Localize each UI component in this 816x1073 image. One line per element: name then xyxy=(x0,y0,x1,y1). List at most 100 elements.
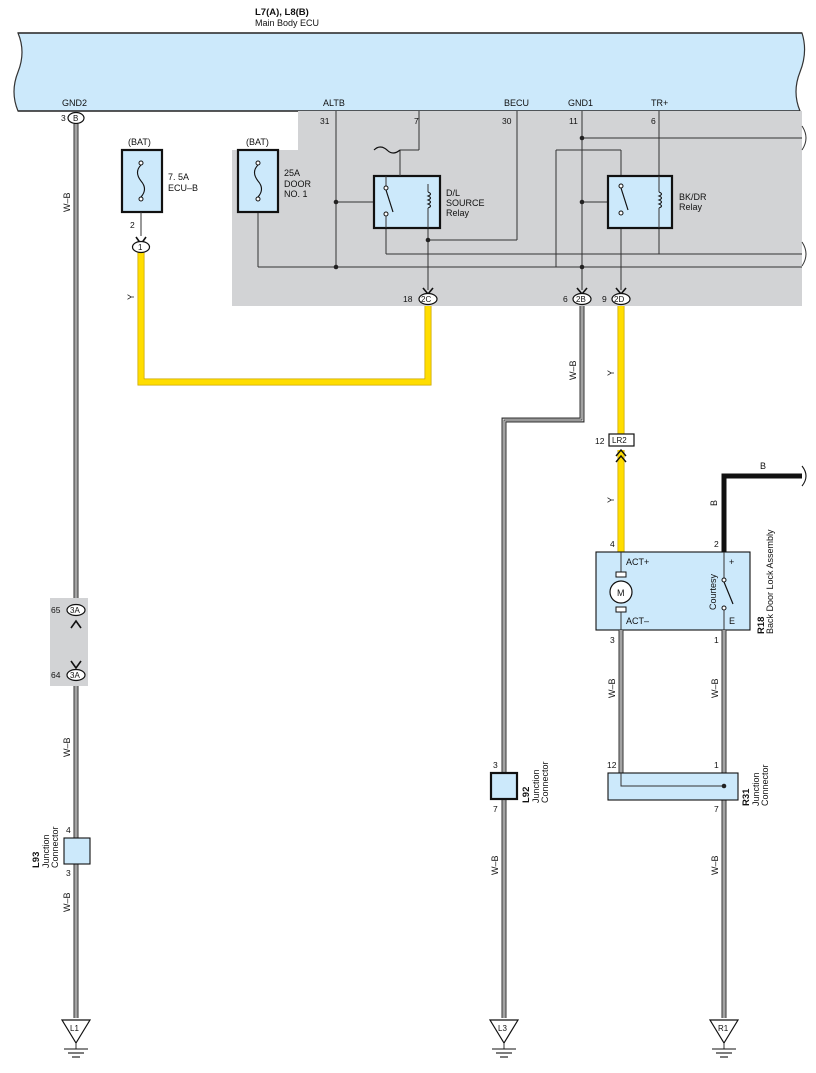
pin-6-bottom: 6 xyxy=(563,294,568,304)
junction-l92-pin-top: 3 xyxy=(493,760,498,770)
back-door-pin-4: 4 xyxy=(610,539,615,549)
pin-9: 9 xyxy=(602,294,607,304)
pin-31: 31 xyxy=(320,116,330,126)
fuse-door-name1: DOOR xyxy=(284,179,312,189)
relay-bkdr-line2: Relay xyxy=(679,202,703,212)
relay-bkdr-coil-icon xyxy=(657,176,663,228)
ecu-bar xyxy=(13,32,806,112)
wire-label-wb-7: W–B xyxy=(710,678,720,698)
junction-l92-line1: Junction xyxy=(531,769,541,803)
courtesy-label: Courtesy xyxy=(708,573,718,610)
pin-30: 30 xyxy=(502,116,512,126)
courtesy-switch-icon xyxy=(721,552,734,630)
fuse-ecub-name: ECU–B xyxy=(168,183,198,193)
fuse-door-icon xyxy=(253,160,263,202)
relay-dl-line3: Relay xyxy=(446,208,470,218)
fuse-door-rating: 25A xyxy=(284,168,300,178)
fuse-ecub-source: (BAT) xyxy=(128,137,151,147)
relay-bkdr-line1: BK/DR xyxy=(679,192,707,202)
ground-l1-icon xyxy=(60,1019,92,1058)
wire-label-wb-3: W–B xyxy=(62,892,72,912)
pin-11: 11 xyxy=(569,116,578,126)
back-door-act-minus: ACT– xyxy=(626,616,649,626)
ground-r1-icon xyxy=(708,1019,740,1058)
wire-wb-2b-l3 xyxy=(501,306,585,1018)
relay-bkdr xyxy=(606,174,674,230)
pin-gnd2: 3 xyxy=(61,113,66,123)
connector-arrow-up-icon xyxy=(615,448,627,463)
junction-r31-line1: Junction xyxy=(751,772,761,806)
fuse-door-source: (BAT) xyxy=(246,137,269,147)
back-door-pin-3: 3 xyxy=(610,635,615,645)
wire-label-wb-1: W–B xyxy=(62,192,72,212)
wire-label-y-2: Y xyxy=(606,370,616,376)
wire-label-b-2: B xyxy=(709,500,719,506)
relay-dl-line1: D/L xyxy=(446,188,460,198)
pin-6: 6 xyxy=(651,116,656,126)
connector-2d xyxy=(611,292,631,306)
terminal-becu: BECU xyxy=(504,98,529,108)
relay-dl-line2: SOURCE xyxy=(446,198,485,208)
internal-wiring xyxy=(257,111,807,290)
ground-r1-label: R1 xyxy=(718,1024,729,1033)
wire-label-wb-8: W–B xyxy=(710,855,720,875)
terminal-gnd1: GND1 xyxy=(568,98,593,108)
fuse-ecub-icon xyxy=(136,160,146,202)
back-door-name: Back Door Lock Assembly xyxy=(765,529,775,634)
ecu-title: L7(A), L8(B) xyxy=(255,7,309,18)
junction-l92-line2: Connector xyxy=(540,761,550,803)
junction-l93-id: L93 xyxy=(31,852,42,868)
connector-2b-label: 2B xyxy=(576,295,586,304)
connector-1 xyxy=(131,240,151,254)
wire-label-wb-5: W–B xyxy=(490,855,500,875)
fuse-ecub-rating: 7. 5A xyxy=(168,172,189,182)
wire-y-ecub-2c xyxy=(137,252,432,386)
ground-l1-label: L1 xyxy=(70,1024,79,1033)
relay-dl-source xyxy=(372,174,442,230)
connector-arrow-up-icon xyxy=(70,619,82,629)
back-door-e: E xyxy=(729,616,735,626)
connector-1-label: 1 xyxy=(138,243,143,252)
junction-r31-pin-left: 12 xyxy=(607,760,617,770)
connector-3a-top-label: 3A xyxy=(70,606,80,615)
relay-dl-coil-icon xyxy=(426,184,432,228)
relay-dl-switch-icon xyxy=(383,150,401,228)
junction-l93-pin-top: 4 xyxy=(66,825,71,835)
back-door-pin-1: 1 xyxy=(714,635,719,645)
connector-2b xyxy=(572,292,592,306)
back-door-plus: + xyxy=(729,557,734,567)
connector-2c xyxy=(418,292,438,306)
junction-l93-line2: Connector xyxy=(50,826,60,868)
junction-r31-id: R31 xyxy=(741,788,752,806)
connector-b xyxy=(67,111,85,125)
junction-l92-id: L92 xyxy=(521,787,532,803)
terminal-gnd2: GND2 xyxy=(62,98,87,108)
connector-2d-label: 2D xyxy=(614,295,624,304)
fuse-ecub-pin: 2 xyxy=(130,220,135,230)
wire-black-b xyxy=(721,465,807,552)
back-door-act-plus: ACT+ xyxy=(626,557,649,567)
junction-r31-pin-bottom: 7 xyxy=(714,804,719,814)
relay-bkdr-switch-icon xyxy=(618,183,629,216)
connector-3a-bottom-label: 3A xyxy=(70,671,80,680)
ecu-subtitle: Main Body ECU xyxy=(255,18,319,28)
wire-label-wb-6: W–B xyxy=(607,678,617,698)
fuse-ecub xyxy=(120,148,164,214)
junction-l93-pin-bottom: 3 xyxy=(66,868,71,878)
wire-label-y-3: Y xyxy=(606,497,616,503)
wire-label-wb-2: W–B xyxy=(62,737,72,757)
pin-64: 64 xyxy=(51,670,61,680)
wire-label-wb-4: W–B xyxy=(568,360,578,380)
fuse-door-name2: NO. 1 xyxy=(284,189,308,199)
wire-label-y-1: Y xyxy=(126,294,136,300)
motor-icon xyxy=(609,552,633,630)
motor-label: M xyxy=(617,588,625,598)
pin-18: 18 xyxy=(403,294,413,304)
pin-7: 7 xyxy=(414,116,419,126)
connector-lr2 xyxy=(608,433,635,447)
junction-l93 xyxy=(63,837,91,865)
wire-wb-r18-r31 xyxy=(618,630,727,1018)
junction-l92 xyxy=(489,771,519,801)
junction-r31-line2: Connector xyxy=(760,764,770,806)
junction-l92-pin-bottom: 7 xyxy=(493,804,498,814)
